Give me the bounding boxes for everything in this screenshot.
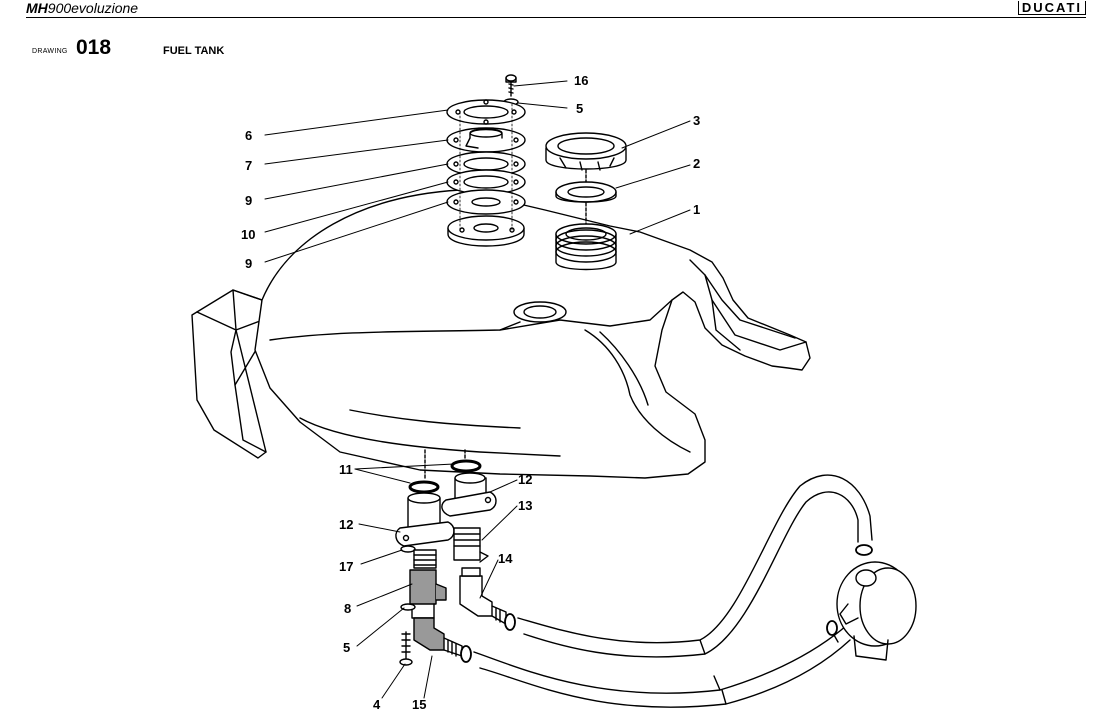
callout-6: 6 xyxy=(245,128,252,143)
header-rule xyxy=(26,17,1086,18)
filler-cap-assembly xyxy=(545,132,627,271)
callout-1: 1 xyxy=(693,202,700,217)
fuel-taps xyxy=(395,449,516,666)
leader-lines xyxy=(264,80,691,699)
callout-13: 13 xyxy=(518,498,532,513)
drawing-label: DRAWING xyxy=(32,48,68,55)
callout-12-left: 12 xyxy=(339,517,353,532)
callout-5-top: 5 xyxy=(576,101,583,116)
page-header: MH900evoluzione DUCATI xyxy=(0,0,1110,20)
flange-plate-stack xyxy=(446,74,526,247)
callout-16: 16 xyxy=(574,73,588,88)
callout-12-right: 12 xyxy=(518,472,532,487)
callout-3: 3 xyxy=(693,113,700,128)
callout-17: 17 xyxy=(339,559,353,574)
model-name-bold: MH xyxy=(26,0,48,16)
fuel-hoses xyxy=(473,474,873,708)
drawing-title: FUEL TANK xyxy=(163,45,225,57)
callout-11: 11 xyxy=(339,462,353,477)
callout-15: 15 xyxy=(412,697,426,712)
callout-10: 10 xyxy=(241,227,255,242)
callout-2: 2 xyxy=(693,156,700,171)
callout-14: 14 xyxy=(498,551,513,566)
callout-7: 7 xyxy=(245,158,252,173)
callout-5-bottom: 5 xyxy=(343,640,350,655)
model-name-rest: 900evoluzione xyxy=(47,0,139,16)
model-name: MH900evoluzione xyxy=(26,0,138,16)
brand-logo: DUCATI xyxy=(1017,1,1086,15)
callout-9-bottom: 9 xyxy=(245,256,252,271)
callout-4: 4 xyxy=(373,697,381,712)
callout-8: 8 xyxy=(344,601,351,616)
callout-labels: 16 5 6 7 9 10 9 3 2 1 11 12 13 12 14 17 … xyxy=(241,73,700,712)
drawing-number: 018 xyxy=(76,36,112,59)
callout-9-top: 9 xyxy=(245,193,252,208)
fuel-pump xyxy=(836,561,917,661)
fuel-tank xyxy=(191,189,811,479)
